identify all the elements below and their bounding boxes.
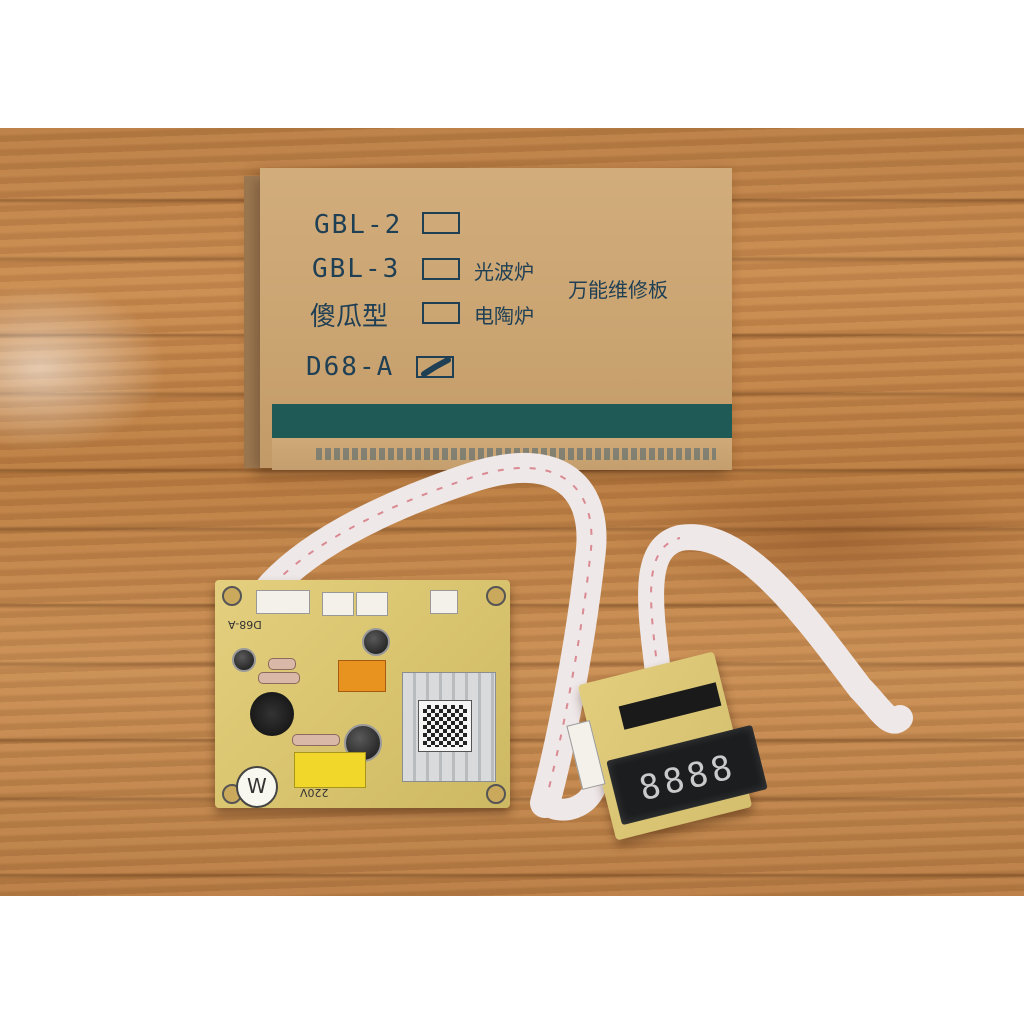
mount-hole-1: [222, 586, 242, 606]
product-photo: GBL-2 GBL-3 光波炉 万能维修板 傻瓜型 电陶炉 D68-A D6: [0, 128, 1024, 896]
board-connector-2: [322, 592, 354, 616]
relay: [338, 660, 386, 692]
voltage-print: 220V: [300, 786, 329, 799]
board-connector-1: [256, 590, 310, 614]
resistor-3: [268, 658, 296, 670]
model-label-d68a: D68-A: [306, 352, 395, 382]
checkbox-gbl2: [422, 212, 460, 234]
resistor-1: [258, 672, 300, 684]
type-label-1: 光波炉: [474, 260, 534, 284]
resistor-2: [292, 734, 340, 746]
film-capacitor: [294, 752, 366, 788]
checkbox-d68a: [416, 356, 454, 378]
ribbon-cables: [247, 453, 913, 821]
mount-hole-4: [486, 784, 506, 804]
board-model-print: D68-A: [228, 618, 262, 631]
type-label-2: 电陶炉: [474, 304, 534, 328]
brand-logo-sticker: [236, 766, 278, 808]
board-connector-4: [430, 590, 458, 614]
checkbox-gbl3: [422, 258, 460, 280]
board-connector-3: [356, 592, 388, 616]
box-teal-band: [272, 404, 732, 438]
check-mark-icon: [421, 357, 451, 377]
product-title: 万能维修板: [568, 278, 668, 302]
checkbox-basic: [422, 302, 460, 324]
buzzer: [250, 692, 294, 736]
capacitor-small-1: [232, 648, 256, 672]
capacitor-small-2: [362, 628, 390, 656]
model-label-gbl3: GBL-3: [312, 254, 401, 284]
mount-hole-2: [486, 586, 506, 606]
model-label-gbl2: GBL-2: [314, 210, 403, 240]
qr-code-sticker: [418, 700, 472, 752]
model-label-basic: 傻瓜型: [310, 302, 389, 332]
